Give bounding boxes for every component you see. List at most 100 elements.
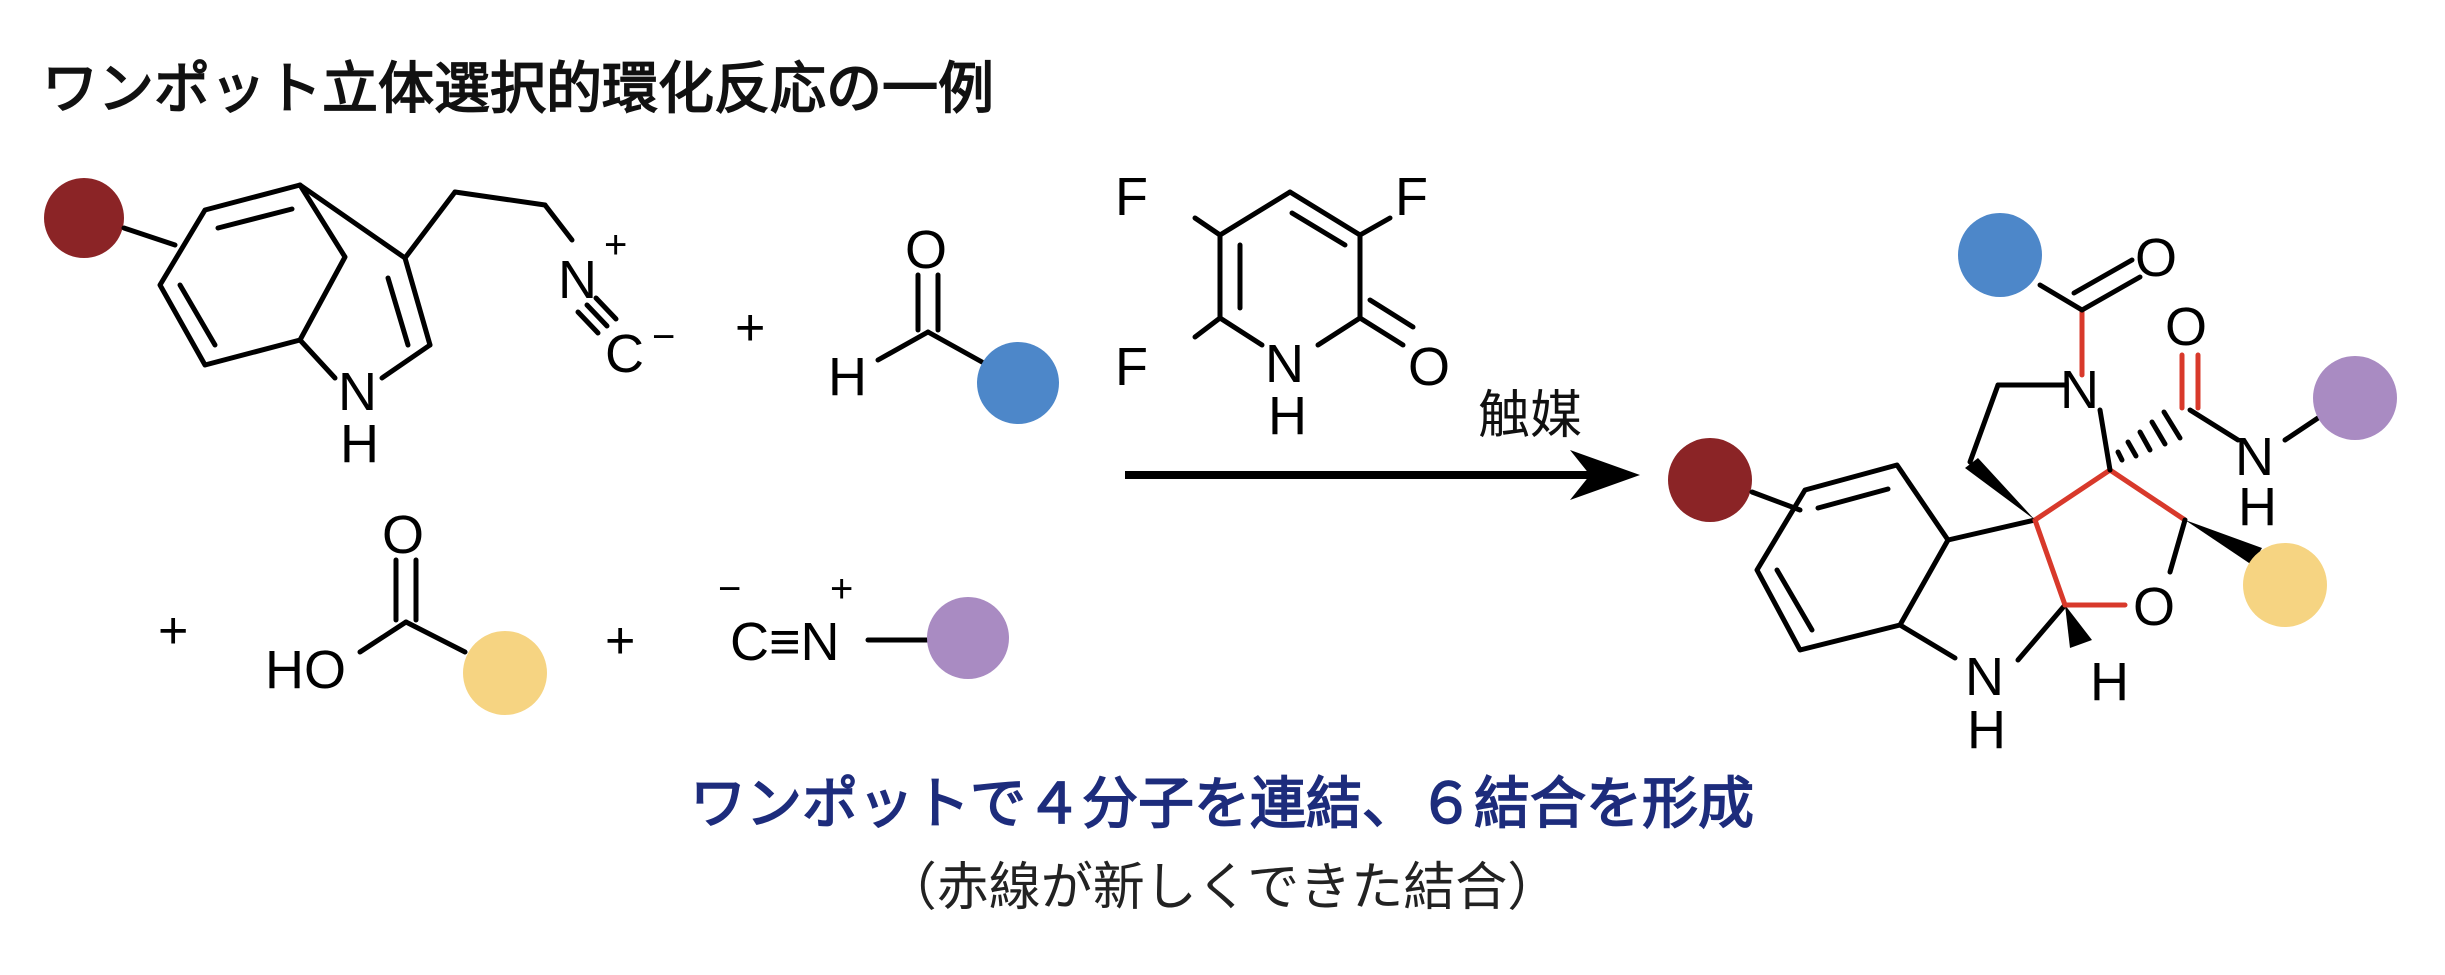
bond-line bbox=[1287, 189, 1363, 238]
hash-bar bbox=[2125, 439, 2139, 459]
stereo-wedge bbox=[1965, 458, 2035, 520]
atom-label: N bbox=[338, 362, 377, 422]
atom-label: H bbox=[828, 347, 867, 407]
aldehyde-reactant: O H bbox=[828, 220, 1059, 424]
charge-plus: + bbox=[604, 223, 627, 267]
bond-line bbox=[297, 337, 338, 381]
isocyanide-reactant: − + C≡N bbox=[718, 567, 1009, 679]
stereo-hash bbox=[2115, 409, 2183, 463]
atom-label: C≡N bbox=[730, 612, 840, 672]
atom-label: F bbox=[1115, 337, 1148, 397]
atom-label: O bbox=[382, 505, 424, 565]
substituent-purple-dot bbox=[927, 597, 1009, 679]
substituent-yellow-dot bbox=[463, 631, 547, 715]
atom-label: O bbox=[2133, 577, 2175, 637]
bond-line bbox=[2097, 407, 2113, 473]
bond-line bbox=[1815, 486, 1891, 511]
bond-line bbox=[1192, 215, 1223, 238]
hash-bar bbox=[2149, 419, 2168, 447]
bond-line bbox=[2282, 415, 2321, 443]
bond-line bbox=[403, 619, 468, 655]
substituent-red-dot bbox=[1668, 438, 1752, 522]
atom-label: H bbox=[1967, 700, 2006, 760]
bond-line bbox=[584, 302, 610, 329]
bond-line bbox=[2071, 257, 2135, 296]
bond-line bbox=[2037, 282, 2085, 313]
bond-line bbox=[402, 189, 458, 261]
new-bond bbox=[2032, 517, 2068, 608]
bond-line bbox=[2167, 517, 2188, 575]
new-bond bbox=[2032, 467, 2113, 523]
atom-label: H bbox=[2090, 652, 2129, 712]
reaction-arrow bbox=[1125, 450, 1640, 500]
bond-line bbox=[402, 255, 433, 348]
indole-isocyanide-reactant: N H N + C − bbox=[44, 178, 675, 474]
atom-label: F bbox=[1395, 167, 1428, 227]
substituent-yellow-dot bbox=[2243, 543, 2327, 627]
bond-line bbox=[385, 275, 411, 348]
benzene-ring bbox=[1754, 462, 1951, 653]
hash-bar bbox=[2137, 429, 2153, 453]
atom-label: C bbox=[605, 324, 644, 384]
substituent-blue-dot bbox=[977, 342, 1059, 424]
bond-line bbox=[452, 189, 548, 208]
atom-label: N bbox=[1965, 647, 2004, 707]
bond-line bbox=[875, 329, 931, 363]
bond-line bbox=[1192, 315, 1223, 340]
atom-label: O bbox=[2135, 228, 2177, 288]
bond-line bbox=[357, 619, 409, 655]
atom-label: H bbox=[1268, 386, 1307, 446]
bond-line bbox=[1289, 210, 1348, 248]
stereo-wedge bbox=[2185, 520, 2262, 565]
page-title: ワンポット立体選択的環化反応の一例 bbox=[42, 57, 994, 122]
atom-label: N bbox=[558, 250, 597, 310]
bond-line bbox=[1217, 315, 1265, 348]
catalyst-pyridone: N H F F F O bbox=[1115, 167, 1450, 446]
bond-line bbox=[1357, 215, 1393, 238]
bond-line bbox=[379, 342, 433, 381]
atom-label: F bbox=[1115, 167, 1148, 227]
bond-line bbox=[2079, 274, 2143, 313]
atom-label: N bbox=[1265, 334, 1304, 394]
product-structure: N H H O N O bbox=[1668, 213, 2397, 760]
bond-line bbox=[1774, 567, 1815, 633]
substituent-red-dot bbox=[44, 178, 124, 258]
caption-sub: （赤線が新しくできた結合） bbox=[885, 858, 1559, 918]
atom-label: O bbox=[1408, 337, 1450, 397]
bond-line bbox=[297, 182, 408, 261]
bond-line bbox=[1945, 517, 2038, 543]
charge-minus: − bbox=[652, 315, 675, 359]
bond-line bbox=[1315, 315, 1363, 348]
bond-line bbox=[2015, 602, 2068, 663]
bond-line bbox=[925, 329, 985, 365]
new-bond bbox=[2107, 467, 2188, 523]
bond-line bbox=[575, 309, 601, 336]
bond-line bbox=[1357, 315, 1406, 348]
benzene-ring bbox=[157, 182, 348, 368]
arrow-head bbox=[1570, 450, 1640, 500]
atom-label: N bbox=[2235, 427, 2274, 487]
charge-plus: + bbox=[830, 567, 853, 611]
substituent-blue-dot bbox=[1958, 213, 2042, 297]
bond-line bbox=[1967, 382, 2001, 465]
stereo-wedge bbox=[2065, 605, 2092, 648]
atom-label: H bbox=[2238, 477, 2277, 537]
bond-line bbox=[593, 295, 619, 322]
plus-sign: + bbox=[158, 602, 188, 660]
caption-main: ワンポットで４分子を連結、６結合を形成 bbox=[690, 772, 1754, 837]
atom-label: HO bbox=[265, 640, 346, 700]
atom-label: O bbox=[2165, 297, 2207, 357]
carboxylic-acid-reactant: O HO bbox=[265, 505, 547, 715]
bond-line bbox=[121, 225, 178, 248]
bond-line bbox=[177, 282, 218, 348]
bond-line bbox=[1217, 189, 1293, 238]
charge-minus: − bbox=[718, 567, 741, 611]
bond-line bbox=[2187, 407, 2241, 443]
hash-bar bbox=[2161, 409, 2183, 441]
arrow-label-catalyst: 触媒 bbox=[1478, 386, 1582, 446]
bond-line bbox=[542, 202, 575, 243]
atom-label: N bbox=[2060, 360, 2099, 420]
atom-label: O bbox=[905, 220, 947, 280]
substituent-purple-dot bbox=[2313, 356, 2397, 440]
